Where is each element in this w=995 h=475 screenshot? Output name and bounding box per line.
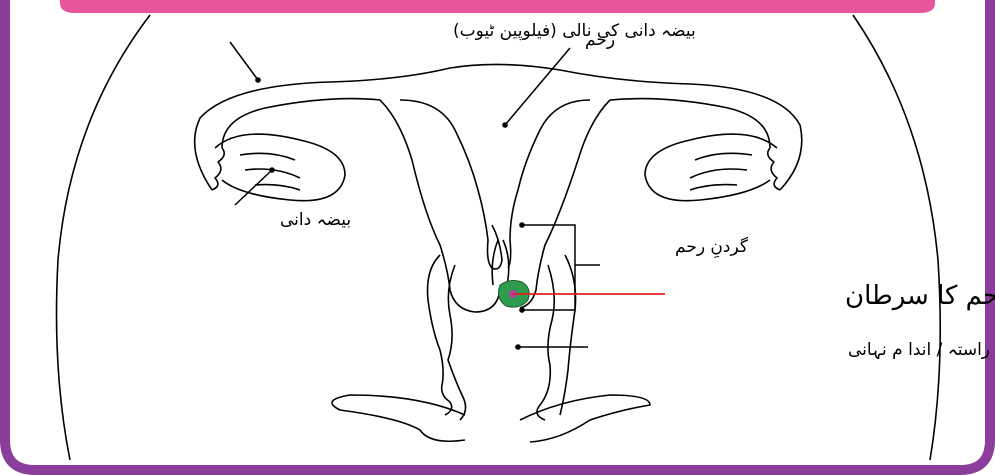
label-uterus: رحم bbox=[585, 30, 615, 50]
dot-ovary bbox=[269, 167, 275, 173]
label-ovary: بیضہ دانی bbox=[280, 210, 351, 230]
dot-cervix-bottom bbox=[519, 307, 525, 313]
fallopian-tube-leader bbox=[230, 42, 258, 80]
body-silhouette bbox=[57, 15, 941, 460]
label-uterine-cancer: رحم کا سرطان bbox=[845, 281, 995, 311]
dot-cervix-top bbox=[519, 222, 525, 228]
uterus-leader bbox=[505, 48, 570, 125]
label-vagina: رحم کا راستہ / اندا م نہانی bbox=[848, 340, 995, 360]
label-cervix: گردنِ رحم bbox=[675, 236, 749, 259]
dot-vagina bbox=[515, 344, 521, 350]
dot-uterus bbox=[502, 122, 508, 128]
top-banner bbox=[60, 0, 935, 13]
dot-fallopian bbox=[255, 77, 261, 83]
label-fallopian-tube: بیضہ دانی کی نالی (فیلوپین ٹیوب) bbox=[453, 21, 696, 41]
leader-lines bbox=[230, 42, 600, 347]
ovary-leader bbox=[235, 170, 272, 205]
purple-frame bbox=[5, 0, 990, 470]
